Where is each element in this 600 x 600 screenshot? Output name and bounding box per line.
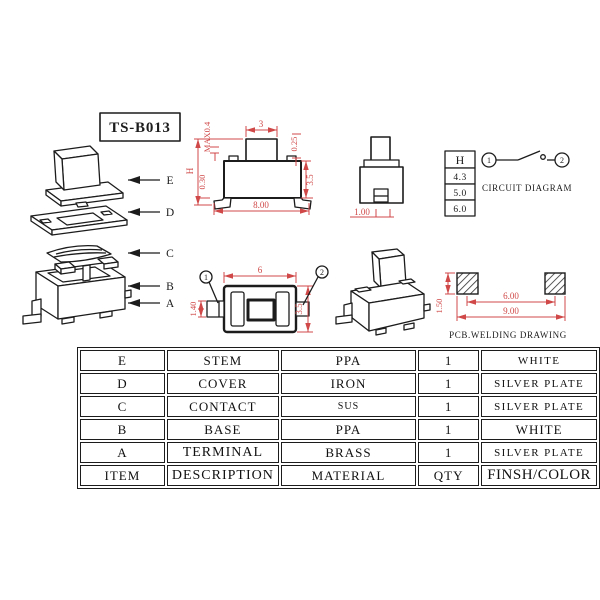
switch-blade [517,150,541,161]
description-cell: CONTACT [166,396,279,417]
label-c: C [166,248,174,260]
table-row: B BASE PPA 1 WHITE [80,419,597,440]
header-description: DESCRIPTION [166,465,279,486]
label-a: A [166,298,175,310]
dim-terminal-width: 1.00 [354,207,370,217]
table-row: E STEM PPA 1 WHITE [80,350,597,371]
switch-contact-dot [540,154,546,160]
material-cell: BRASS [280,442,417,463]
table-header-row: ITEM DESCRIPTION MATERIAL QTY FINSH/COLO… [80,465,597,486]
dim-top-height: 3.5 [294,303,304,315]
parts-table-grid: E STEM PPA 1 WHITE D COVER IRON 1 SILVER… [78,348,599,488]
finish-cell: SILVER PLATE [481,373,597,394]
height-option: 4.3 [453,173,466,183]
table-row: A TERMINAL BRASS 1 SILVER PLATE [80,442,597,463]
exploded-part-stem [45,145,124,208]
assembled-view [335,248,431,336]
label-b: B [166,281,174,293]
dim-terminal-height: 1.40 [188,302,198,317]
material-cell: IRON [280,373,417,394]
header-item: ITEM [80,465,165,486]
pcb-pad-left [456,272,479,295]
title-box [99,112,181,142]
exploded-part-cover [30,205,128,236]
description-cell: BASE [166,419,279,440]
balloon-2-leader [302,276,319,306]
exploded-callouts: E D C B A [128,175,175,310]
pcb-pad-right [544,272,566,295]
balloon-1-number: 1 [204,273,208,282]
description-cell: STEM [166,350,279,371]
balloon-2-circle [315,265,329,279]
material-cell: PPA [280,350,417,371]
terminal-1-number: 1 [487,156,491,165]
dim-overall-width: 9.00 [503,306,519,316]
circuit-caption: CIRCUIT DIAGRAM [482,183,572,193]
exploded-part-contact [46,245,112,263]
terminal-1-pad [206,300,225,318]
front-view: 3 MAX0.4 0.25 H 0.30 3.5 8.00 [185,119,315,215]
qty-cell: 1 [418,373,480,394]
circuit-diagram: 1 2 CIRCUIT DIAGRAM [481,150,572,193]
top-view: 6 1.40 3.5 1 2 [188,265,329,334]
item-cell: D [80,373,165,394]
exploded-part-base [22,256,132,325]
item-cell: B [80,419,165,440]
description-cell: TERMINAL [166,442,279,463]
dim-top-width: 6 [258,265,263,275]
height-table: H 4.3 5.0 6.0 [444,150,476,217]
dim-travel: MAX0.4 [202,121,212,152]
material-cell: PPA [280,419,417,440]
body-outline [223,160,302,199]
balloon-1-leader [208,281,219,304]
leg-left [213,197,232,210]
item-cell: C [80,396,165,417]
leg-right [293,197,312,210]
header-qty: QTY [418,465,480,486]
stem-outline [245,138,278,163]
parts-table: E STEM PPA 1 WHITE D COVER IRON 1 SILVER… [77,347,600,489]
qty-cell: 1 [418,396,480,417]
dim-standoff: 0.30 [197,175,207,190]
side-view: 1.00 [350,136,404,218]
material-cell: SUS [280,396,417,417]
dim-body-width: 8.00 [253,200,269,210]
title-block: TS-B013 [99,112,181,142]
header-material: MATERIAL [280,465,417,486]
height-option: 5.0 [453,189,466,199]
dim-pad-height: 1.50 [434,299,444,314]
finish-cell: WHITE [481,350,597,371]
terminal-2-circle [554,152,570,168]
item-cell: E [80,350,165,371]
qty-cell: 1 [418,350,480,371]
terminal-2-number: 2 [560,156,564,165]
finish-cell: SILVER PLATE [481,442,597,463]
height-option: 6.0 [453,205,466,215]
finish-cell: WHITE [481,419,597,440]
balloon-1-circle [199,270,213,284]
finish-cell: SILVER PLATE [481,396,597,417]
part-number: TS-B013 [109,120,170,136]
dim-stem-width: 3 [259,119,264,129]
item-cell: A [80,442,165,463]
qty-cell: 1 [418,442,480,463]
dim-body-height: 3.5 [305,174,315,186]
exploded-view: E D C B A [22,145,175,325]
dim-step: 0.25 [289,137,299,152]
dim-height: H [185,167,195,174]
table-row: C CONTACT SUS 1 SILVER PLATE [80,396,597,417]
table-row: D COVER IRON 1 SILVER PLATE [80,373,597,394]
qty-cell: 1 [418,419,480,440]
stem-hole [246,298,276,322]
balloon-2-number: 2 [320,268,324,277]
header-finish: FINSH/COLOR [481,465,597,486]
label-d: D [166,207,174,219]
height-table-header: H [456,153,465,167]
label-e: E [166,175,173,187]
pcb-welding-drawing: 1.50 6.00 9.00 PCB.WELDING DRAWING [434,272,567,340]
dim-pad-pitch: 6.00 [503,291,519,301]
pcb-caption: PCB.WELDING DRAWING [449,330,567,340]
description-cell: COVER [166,373,279,394]
